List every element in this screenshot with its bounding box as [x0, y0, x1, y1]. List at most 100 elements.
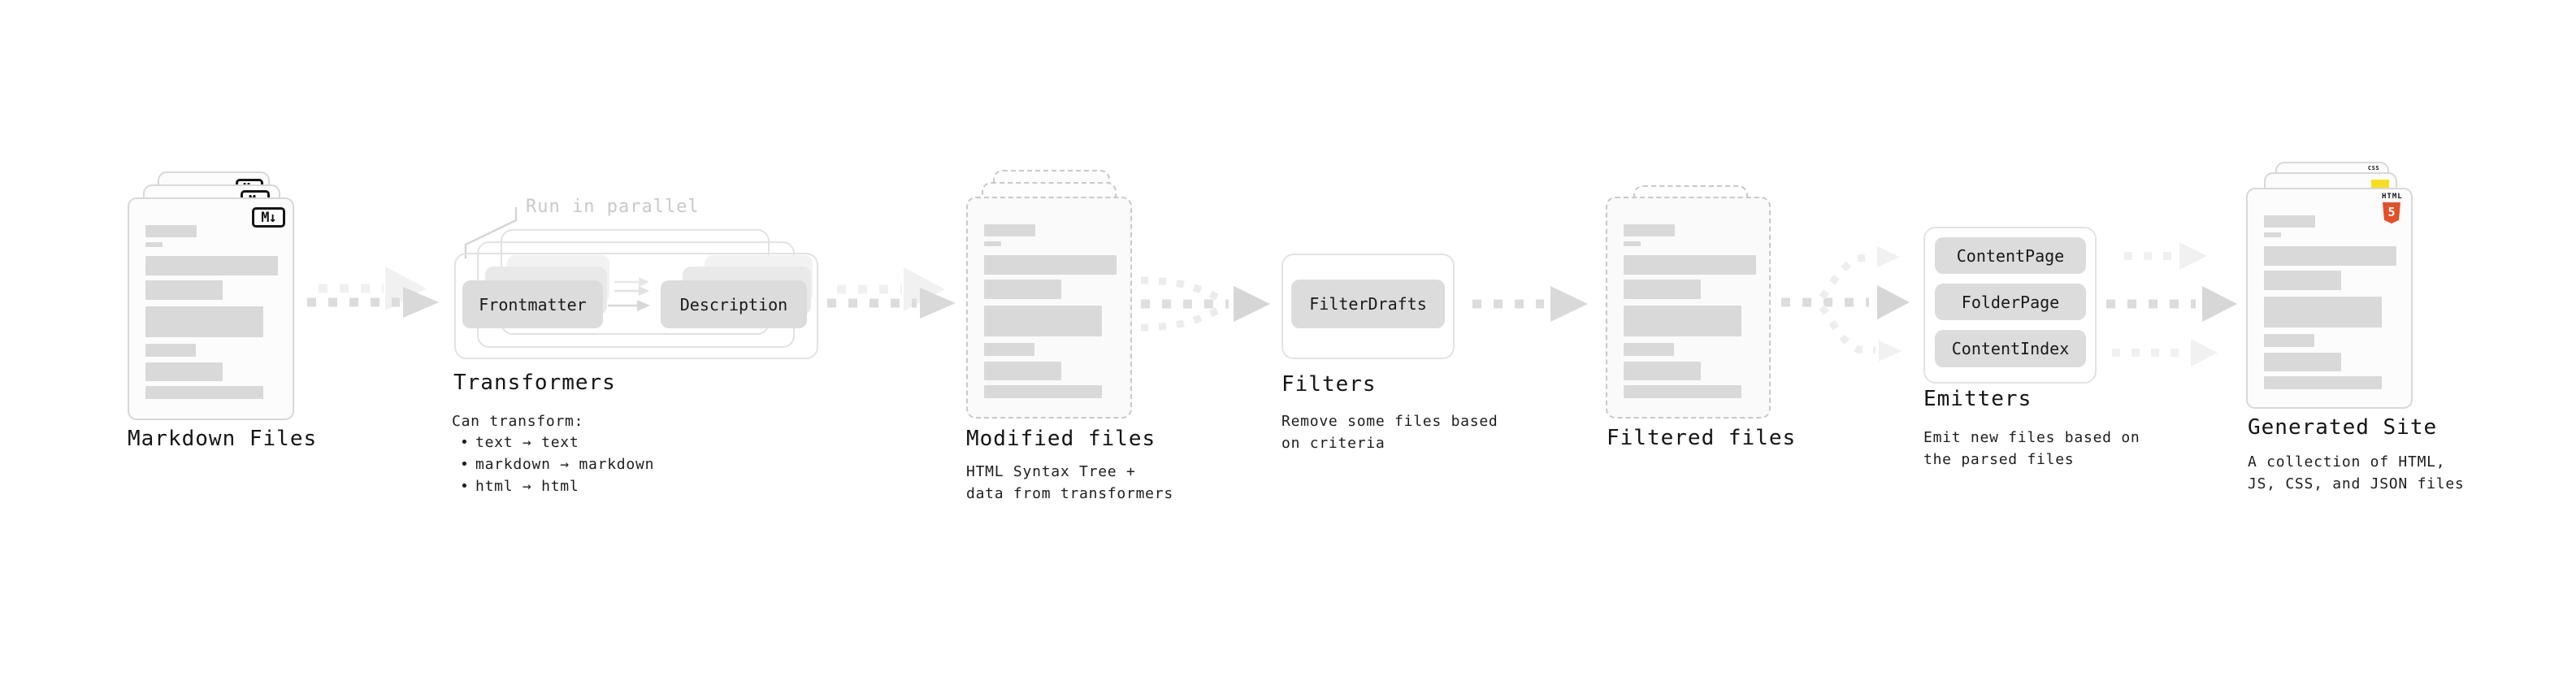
stage-title-modified-files: Modified files	[966, 427, 1156, 451]
arrow-head	[403, 287, 439, 318]
skeleton-bar	[145, 306, 263, 337]
parallel-container-front	[454, 253, 818, 359]
arrow-filtered-to-emitters	[1781, 246, 1910, 362]
skeleton-bar	[1624, 385, 1741, 398]
html5-label: HTML	[2382, 193, 2403, 201]
skeleton-bar	[2264, 246, 2396, 266]
stage-title-markdown-files: Markdown Files	[128, 427, 318, 451]
stage-title-filters: Filters	[1281, 372, 1377, 397]
stage-title-transformers: Transformers	[453, 371, 616, 395]
skeleton-bar	[2264, 297, 2382, 327]
skeleton-bar	[984, 241, 1001, 246]
skeleton-bar	[2264, 334, 2314, 347]
bullet-item: html → html	[452, 475, 654, 497]
arrow-head	[1550, 286, 1588, 322]
skeleton-bar	[2264, 353, 2341, 371]
skeleton-bar	[145, 242, 163, 247]
desc-line: on criteria	[1281, 434, 1386, 452]
skeleton-bar	[2264, 232, 2281, 237]
file-card-front	[966, 197, 1132, 419]
arrow-head	[2179, 242, 2207, 270]
css-label: CSS	[2367, 165, 2380, 171]
arrow-shaft	[1140, 304, 1225, 332]
arrow-head	[1879, 340, 1902, 362]
arrow-markdown-to-transformers	[307, 267, 439, 318]
skeleton-bar	[1624, 224, 1675, 236]
skeleton-bar	[1624, 306, 1741, 336]
desc-line: Remove some files based	[1281, 413, 1498, 430]
skeleton-bar	[984, 362, 1061, 380]
transformer-input-pill: Frontmatter	[462, 280, 603, 328]
transformers-note: Can transform:	[452, 413, 584, 430]
arrow-shaft	[1140, 276, 1225, 304]
callout-line	[464, 207, 518, 258]
markdown-icon: M↓	[252, 207, 285, 228]
arrow-head	[1877, 285, 1910, 319]
arrow-shaft	[1819, 305, 1876, 354]
skeleton-bar	[1624, 280, 1701, 299]
arrow-head	[2202, 286, 2237, 322]
skeleton-bar	[984, 385, 1102, 398]
desc-line: data from transformers	[966, 484, 1173, 502]
skeleton-bar	[145, 386, 263, 399]
emitter-pill-contentpage: ContentPage	[1935, 237, 2086, 274]
stage-title-emitters: Emitters	[1923, 387, 2032, 411]
file-card-front: HTML 5	[2246, 188, 2413, 409]
file-skeleton	[129, 199, 293, 419]
skeleton-bar	[1624, 362, 1701, 380]
arrow-emitters-to-generated	[2106, 242, 2237, 367]
html5-number: 5	[2387, 204, 2396, 219]
arrow-shaft	[1819, 253, 1875, 300]
arrow-head	[920, 288, 956, 319]
skeleton-bar	[984, 280, 1061, 299]
skeleton-bar	[984, 343, 1034, 356]
file-skeleton	[1607, 198, 1769, 417]
arrow-head	[637, 300, 650, 311]
skeleton-bar	[2264, 376, 2382, 389]
arrow-head	[639, 277, 649, 287]
file-skeleton	[2248, 189, 2411, 407]
html5-shield: 5	[2383, 202, 2400, 223]
desc-line: Emit new files based on	[1923, 429, 2140, 446]
html5-icon: HTML 5	[2382, 193, 2403, 223]
emitter-pill-contentindex: ContentIndex	[1935, 330, 2086, 367]
run-in-parallel-label: Run in parallel	[526, 197, 700, 217]
bullet-item: markdown → markdown	[452, 453, 654, 475]
arrow-head	[1877, 246, 1900, 267]
desc-line: JS, CSS, and JSON files	[2248, 475, 2465, 492]
skeleton-bar	[1624, 241, 1641, 246]
transformers-bullet-list: text → text markdown → markdown html → h…	[452, 432, 654, 497]
skeleton-bar	[2264, 271, 2341, 290]
skeleton-bar	[145, 362, 223, 381]
arrow-head	[639, 286, 649, 296]
desc-line: HTML Syntax Tree +	[966, 463, 1136, 480]
stage-desc-generated-site: A collection of HTML, JS, CSS, and JSON …	[2248, 452, 2465, 495]
skeleton-bar	[984, 255, 1117, 275]
transformer-output-pill: Description	[661, 280, 807, 328]
arrow-modified-to-filters	[1140, 276, 1270, 332]
stage-desc-modified-files: HTML Syntax Tree + data from transformer…	[966, 462, 1173, 505]
stage-desc-filters: Remove some files based on criteria	[1281, 411, 1498, 454]
skeleton-bar	[1624, 343, 1674, 356]
skeleton-bar	[2264, 215, 2315, 228]
file-card-front: M↓	[128, 197, 294, 420]
skeleton-bar	[1624, 255, 1756, 275]
skeleton-bar	[984, 306, 1102, 336]
file-skeleton	[968, 198, 1130, 417]
transformer-flow-arrows	[608, 277, 650, 311]
skeleton-bar	[145, 280, 223, 300]
javascript-icon	[2371, 180, 2389, 188]
arrow-transformers-to-modified	[827, 267, 956, 319]
stage-title-filtered-files: Filtered files	[1607, 426, 1797, 450]
emitter-pill-folderpage: FolderPage	[1935, 284, 2086, 320]
stage-desc-emitters: Emit new files based on the parsed files	[1923, 427, 2140, 471]
skeleton-bar	[145, 344, 196, 357]
bullet-item: text → text	[452, 432, 654, 453]
desc-line: A collection of HTML,	[2248, 453, 2446, 471]
skeleton-bar	[145, 225, 197, 237]
file-card-front	[1606, 197, 1771, 419]
desc-line: the parsed files	[1923, 450, 2075, 468]
filter-pill: FilterDrafts	[1291, 280, 1445, 328]
